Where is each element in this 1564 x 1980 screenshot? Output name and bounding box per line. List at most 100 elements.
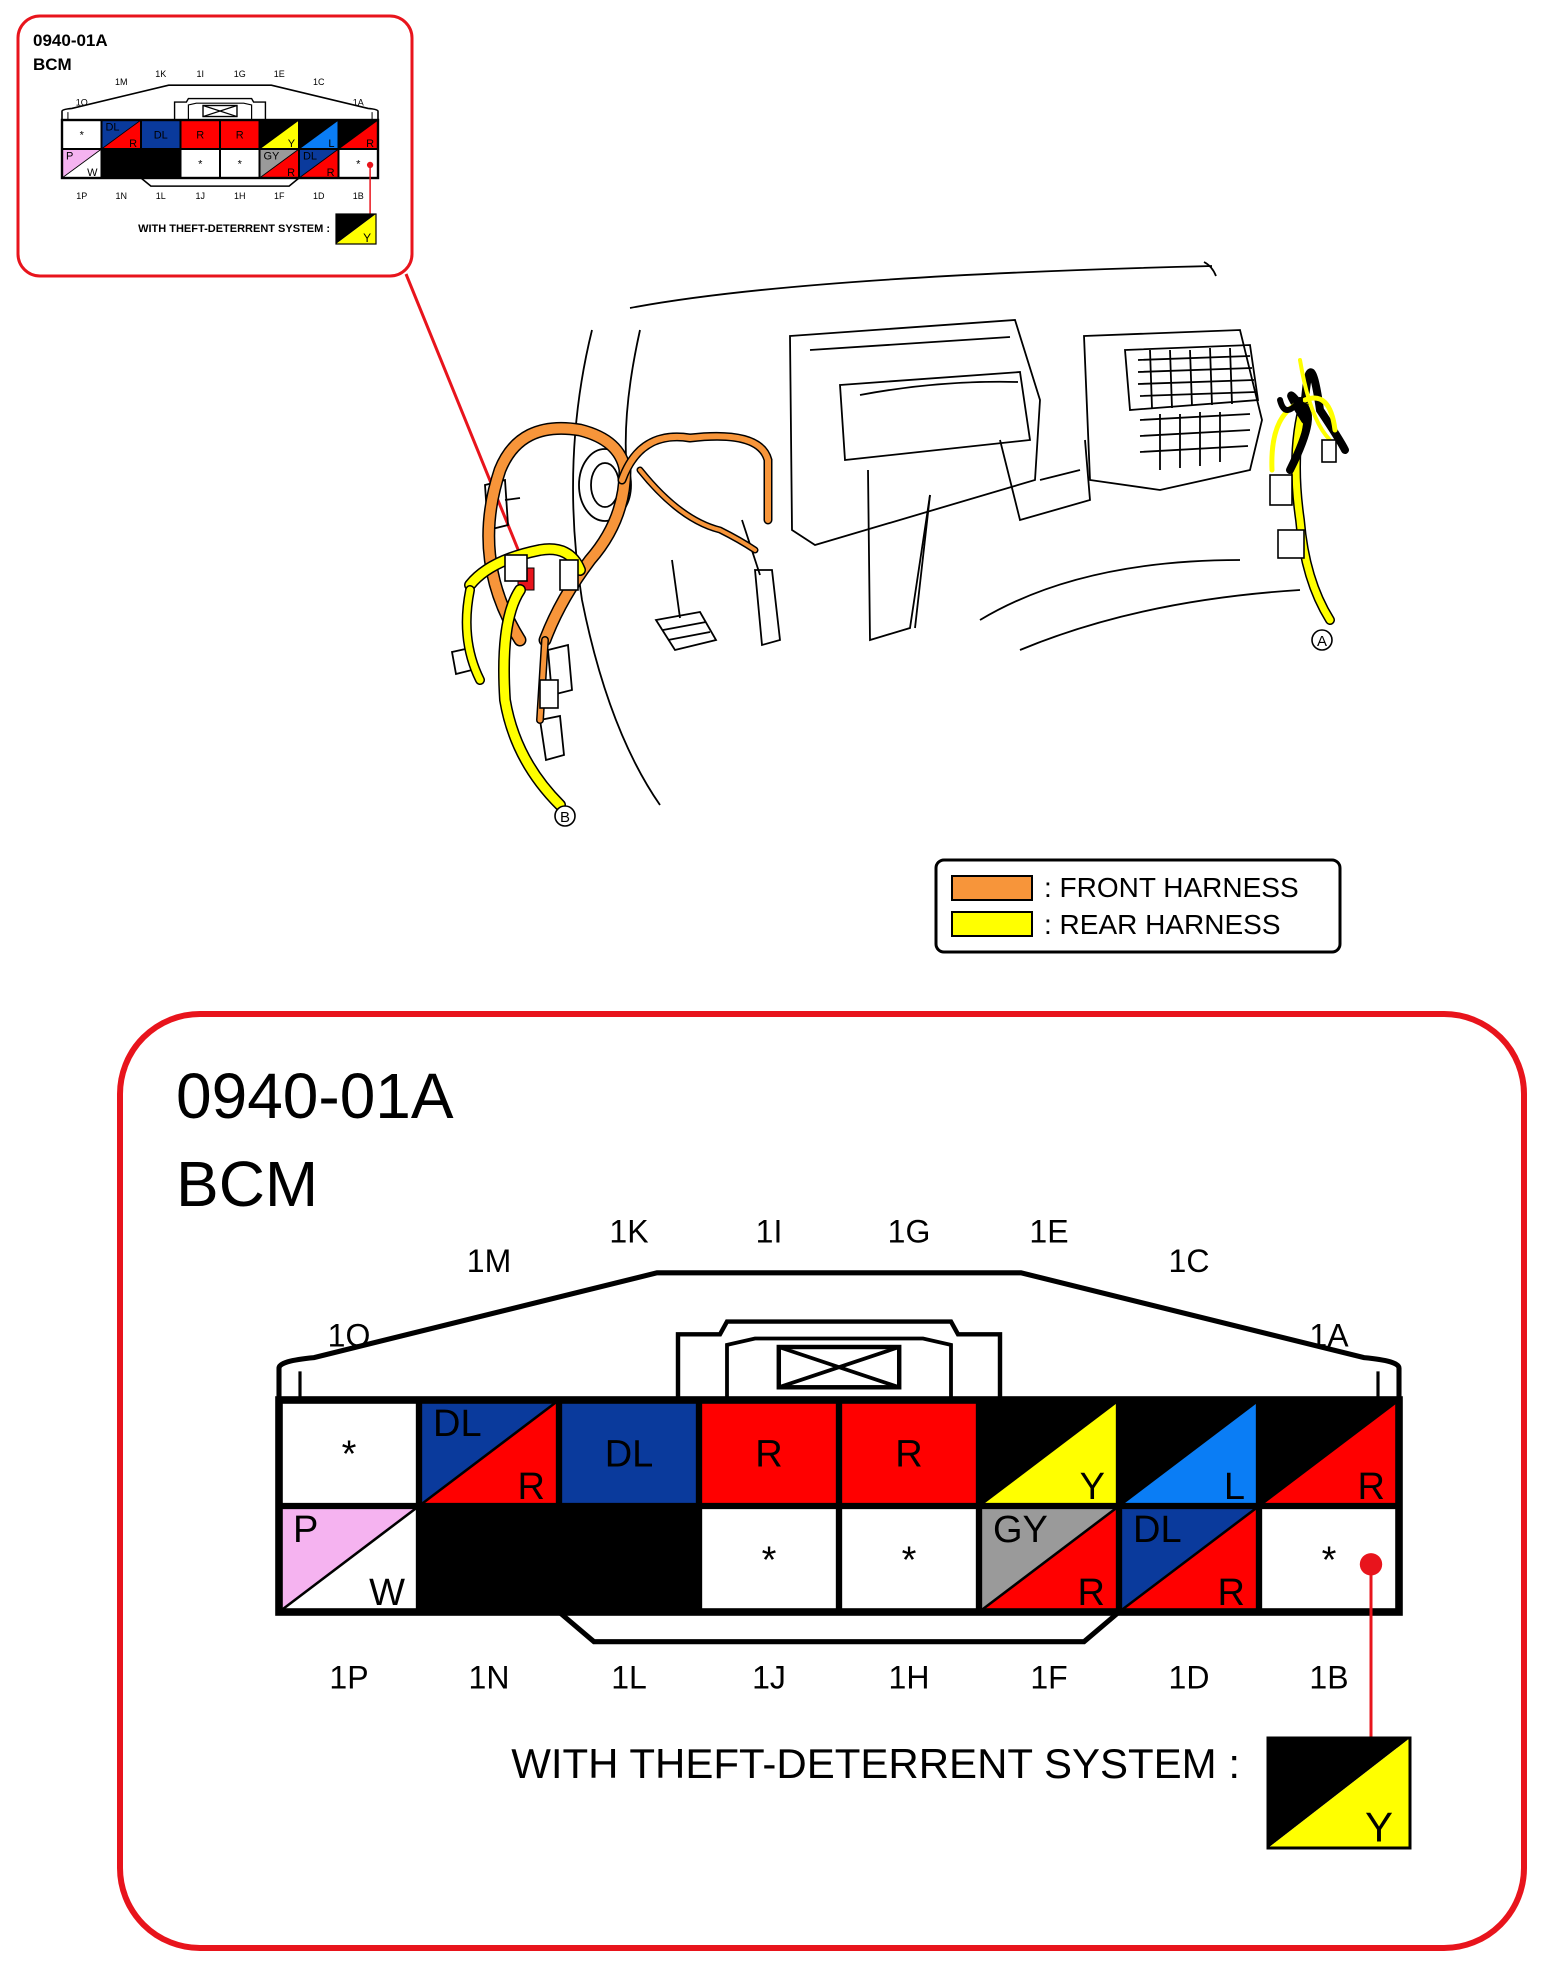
terminal-stripe-color: W: [87, 167, 98, 179]
terminal-wire-color: R: [236, 129, 244, 141]
terminal-stripe-color: R: [1218, 1572, 1245, 1614]
terminal-stripe-color: R: [287, 167, 295, 179]
large-pin-label-top: 1O: [328, 1317, 371, 1353]
small-pin-label-bottom: 1H: [234, 191, 246, 201]
small-pin-label-bottom: 1P: [76, 191, 87, 201]
terminal-fill: [559, 1506, 699, 1612]
terminal-wire-color: DL: [154, 129, 168, 141]
terminal-wire-color: R: [755, 1434, 782, 1476]
large-lock-window-cross: [778, 1345, 900, 1390]
small-housing-inner: [67, 112, 373, 120]
callout-leader-line: [404, 273, 530, 575]
small-note-label: WITH THEFT-DETERRENT SYSTEM :: [138, 223, 330, 235]
terminal-fill: [699, 1400, 839, 1506]
small-pin-label-top: 1M: [115, 77, 128, 87]
small-pin-label-top: 1A: [353, 97, 364, 107]
terminal-wire-color: B: [157, 158, 164, 170]
small-pin-label-top: 1C: [313, 77, 325, 87]
terminal-fill: [839, 1400, 979, 1506]
terminal-divider: [418, 1398, 560, 1508]
small-pin-label-bottom: 1D: [313, 191, 325, 201]
marker-a: A: [1311, 629, 1333, 651]
terminal-wire-color: *: [1322, 1540, 1337, 1582]
terminal-wire-color: *: [238, 158, 243, 170]
small-pin-label-bottom: 1L: [156, 191, 166, 201]
terminal-wire-color: *: [356, 158, 361, 170]
large-terminal-1A: BR: [1258, 1398, 1400, 1508]
terminal-divider: [298, 148, 339, 179]
terminal-wire-color: *: [762, 1540, 777, 1582]
terminal-base-color: B: [993, 1403, 1018, 1445]
terminal-stripe-color: Y: [1080, 1466, 1105, 1508]
large-terminal-1E: BY: [978, 1398, 1120, 1508]
large-lock-tab-inner: [725, 1336, 953, 1400]
large-housing-outline: [276, 1270, 1402, 1400]
dashboard-illustration: [450, 261, 1301, 806]
terminal-base-color: B: [1133, 1403, 1158, 1445]
note-swatch-stripe-color: Y: [1365, 1804, 1393, 1851]
terminal-fill: [62, 120, 102, 149]
terminal-fill: [419, 1506, 559, 1612]
note-label: WITH THEFT-DETERRENT SYSTEM :: [511, 1740, 1240, 1787]
large-pin-label-top: 1I: [756, 1214, 783, 1250]
legend-front-swatch: [951, 875, 1033, 901]
terminal-wire-color: DL: [605, 1434, 654, 1476]
small-pin-label-top: 1O: [76, 97, 88, 107]
large-terminal-1L: B: [559, 1506, 699, 1612]
terminal-divider: [978, 1504, 1120, 1614]
small-pin-label-bottom: 1B: [353, 191, 364, 201]
note-swatch-stripe-color: Y: [363, 231, 371, 245]
note-swatch-border: [1266, 1736, 1412, 1850]
terminal-stripe-color: W: [369, 1572, 405, 1614]
terminal-stripe-color: R: [129, 138, 137, 150]
large-pin-label-top: 1C: [1169, 1243, 1210, 1279]
terminal-fill: [101, 149, 141, 178]
large-terminal-1J: *: [699, 1506, 839, 1612]
note-swatch-stripe: [336, 214, 376, 244]
large-terminal-1I: R: [699, 1400, 839, 1506]
large-terminal-1D: DLR: [1118, 1504, 1260, 1614]
svg-text:B: B: [560, 809, 570, 826]
terminal-stripe-color: Y: [288, 138, 296, 150]
terminal-base-color: GY: [263, 150, 280, 162]
large-pin-label-top: 1K: [609, 1214, 648, 1250]
small-pin-label-top: 1I: [196, 69, 204, 79]
terminal-stripe-color: L: [328, 138, 334, 150]
terminal-wire-color: *: [902, 1540, 917, 1582]
small-terminal-1J: *: [180, 149, 220, 178]
terminal-divider: [1118, 1398, 1260, 1508]
terminal-base-color: B: [342, 121, 349, 133]
terminal-wire-color: R: [895, 1434, 922, 1476]
small-terminal-1L: B: [141, 149, 181, 178]
large-pin-label-bottom: 1D: [1169, 1659, 1210, 1695]
terminal-fill: [220, 149, 260, 178]
note-wire-swatch: BY: [1266, 1736, 1412, 1851]
small-terminal-1F: GY R: [259, 148, 300, 179]
large-pin-label-top: 1A: [1309, 1317, 1349, 1353]
terminal-fill: [559, 1400, 699, 1506]
terminal-base-color: DL: [105, 121, 119, 133]
terminal-wire-color: *: [198, 158, 203, 170]
terminal-base-color: GY: [993, 1509, 1048, 1551]
terminal-base-color: DL: [433, 1403, 482, 1445]
terminal-base-color: B: [263, 121, 270, 133]
large-terminal-1M: DLR: [418, 1398, 560, 1508]
large-terminal-1G: R: [839, 1400, 979, 1506]
terminal-wire-color: B: [476, 1540, 501, 1582]
large-pin-label-bottom: 1P: [329, 1659, 368, 1695]
small-terminal-1H: *: [220, 149, 260, 178]
small-terminal-1P: PW: [61, 148, 102, 179]
small-terminal-1G: R: [220, 120, 260, 149]
terminal-stripe-color: R: [1358, 1466, 1385, 1508]
small-terminal-1I: R: [180, 120, 220, 149]
terminal-fill: [279, 1400, 419, 1506]
terminal-base-color: B: [303, 121, 310, 133]
terminal-wire-color: B: [118, 158, 125, 170]
terminal-divider: [101, 119, 142, 150]
terminal-divider: [298, 119, 339, 150]
terminal-stripe-color: R: [1078, 1572, 1105, 1614]
terminal-divider: [1118, 1504, 1260, 1614]
connector-code: 0940-01A: [176, 1060, 454, 1132]
terminal-base-color: P: [66, 150, 73, 162]
small-pin-label-top: 1K: [155, 69, 166, 79]
